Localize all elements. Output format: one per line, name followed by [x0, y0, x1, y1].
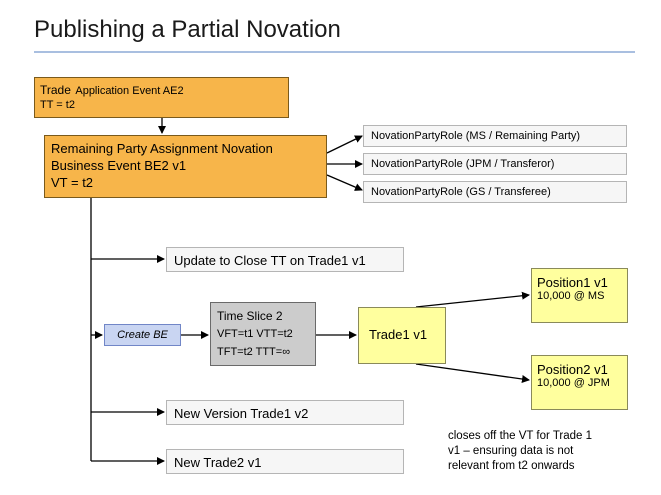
trade-event-tt: TT = t2: [40, 99, 75, 111]
trade-application-event-box: Trade Application Event AE2 TT = t2: [34, 77, 289, 118]
new-version-box: New Version Trade1 v2: [166, 400, 404, 425]
position1-box: Position1 v1 10,000 @ MS: [531, 268, 628, 323]
arrow-to-role-gs: [326, 174, 363, 191]
new-version-label: New Version Trade1 v2: [174, 406, 309, 421]
title-underline: [34, 51, 635, 53]
role-jpm-label: NovationPartyRole (JPM / Transferor): [371, 158, 555, 170]
create-be-label: Create BE: [117, 329, 168, 341]
time-slice-box: Time Slice 2 VFT=t1 VTT=t2 TFT=t2 TTT=∞: [210, 302, 316, 366]
business-event-title: Remaining Party Assignment Novation: [51, 141, 273, 156]
new-trade-label: New Trade2 v1: [174, 455, 262, 470]
trade-event-type: Application Event AE2: [75, 85, 184, 97]
role-gs-label: NovationPartyRole (GS / Transferee): [371, 186, 551, 198]
role-box-jpm: NovationPartyRole (JPM / Transferor): [363, 153, 627, 175]
create-be-box: Create BE: [104, 324, 181, 346]
page-title: Publishing a Partial Novation: [34, 16, 341, 43]
role-ms-label: NovationPartyRole (MS / Remaining Party): [371, 130, 581, 142]
time-slice-title: Time Slice 2: [217, 309, 283, 323]
time-slice-valid: VFT=t1 VTT=t2: [217, 328, 293, 340]
position2-title: Position2 v1: [537, 362, 608, 377]
arrow-to-role-ms: [326, 135, 363, 154]
note-line-3: relevant from t2 onwards: [448, 460, 575, 472]
arrow-trade1-to-position2: [415, 363, 530, 383]
trade-event-label: Trade: [40, 83, 71, 97]
business-event-vt: VT = t2: [51, 175, 94, 190]
business-event-id: Business Event BE2 v1: [51, 158, 187, 173]
trade1-label: Trade1 v1: [369, 327, 428, 342]
annotation-note: closes off the VT for Trade 1 v1 – ensur…: [448, 429, 592, 474]
trade1-box: Trade1 v1: [358, 307, 446, 364]
position1-title: Position1 v1: [537, 275, 608, 290]
update-close-box: Update to Close TT on Trade1 v1: [166, 247, 404, 272]
position2-box: Position2 v1 10,000 @ JPM: [531, 355, 628, 410]
arrow-trade1-to-position1: [415, 291, 530, 308]
note-line-2: v1 – ensuring data is not: [448, 445, 574, 457]
note-line-1: closes off the VT for Trade 1: [448, 430, 593, 442]
position1-detail: 10,000 @ MS: [537, 290, 605, 302]
update-close-label: Update to Close TT on Trade1 v1: [174, 253, 366, 268]
time-slice-transaction: TFT=t2 TTT=∞: [217, 346, 291, 358]
business-event-box: Remaining Party Assignment Novation Busi…: [44, 135, 327, 198]
new-trade-box: New Trade2 v1: [166, 449, 404, 474]
role-box-gs: NovationPartyRole (GS / Transferee): [363, 181, 627, 203]
role-box-ms: NovationPartyRole (MS / Remaining Party): [363, 125, 627, 147]
position2-detail: 10,000 @ JPM: [537, 377, 610, 389]
